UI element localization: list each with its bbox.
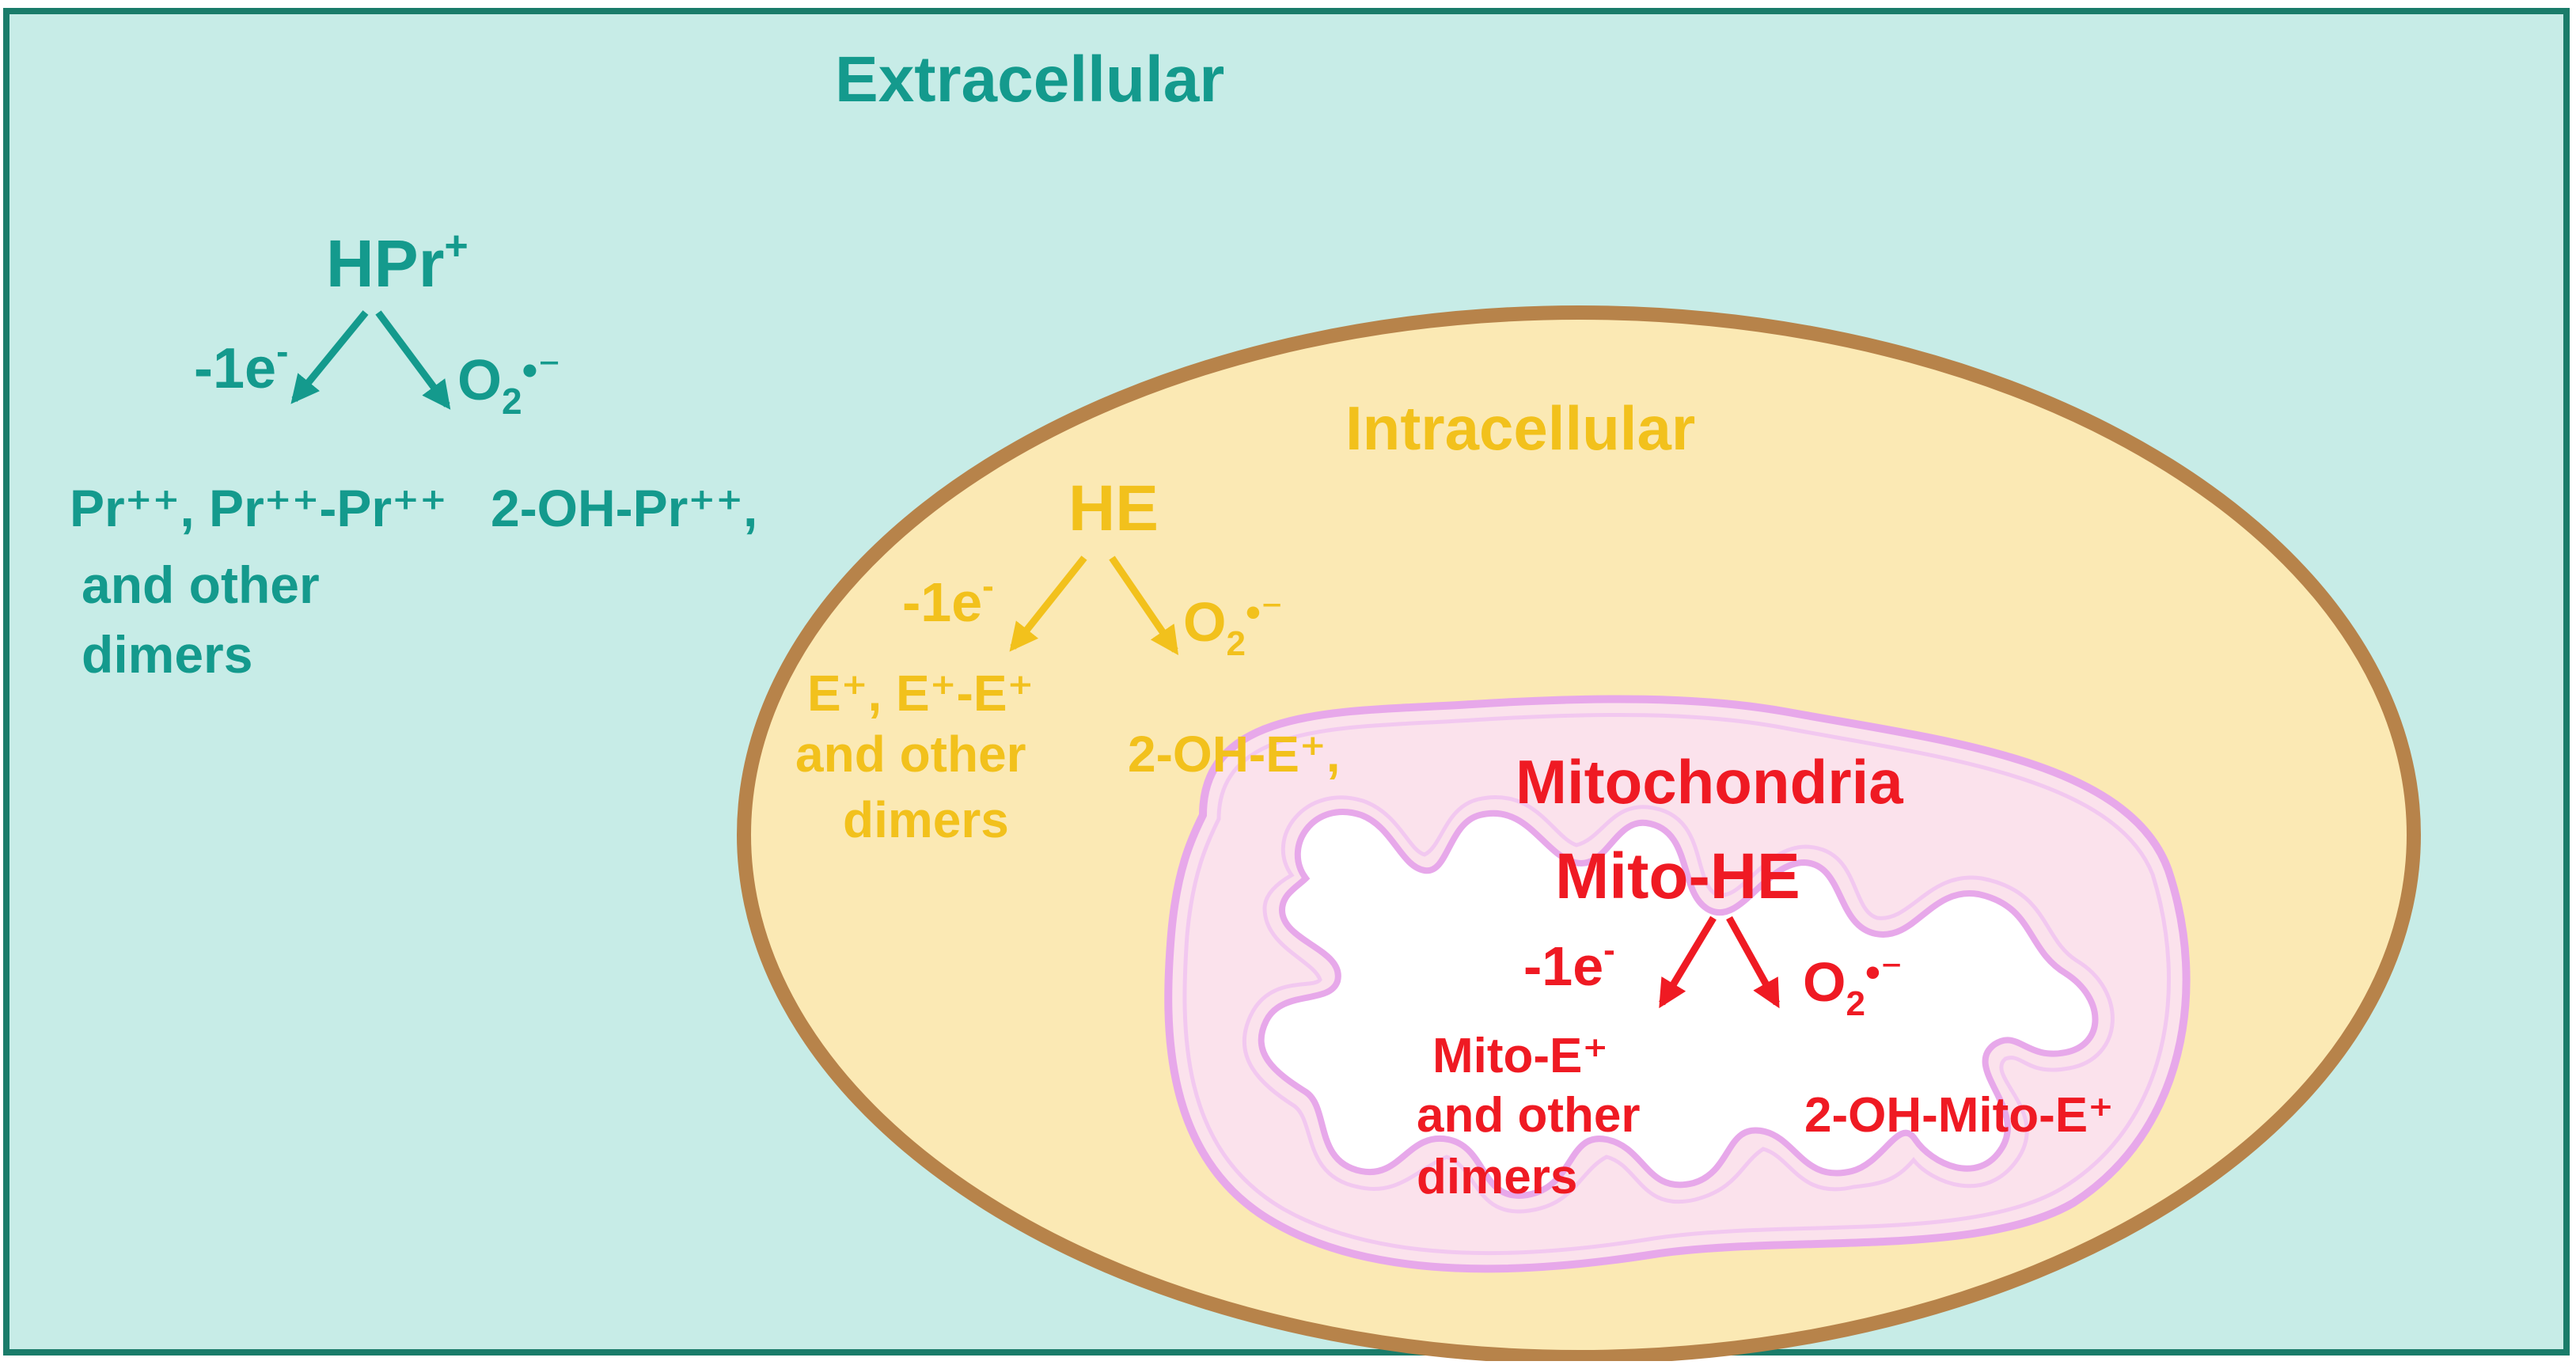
hpr-arrow-right — [375, 310, 451, 410]
he-product-right: 2-OH-E⁺, — [1128, 726, 1340, 783]
intracellular-title: Intracellular — [1345, 393, 1695, 463]
mito-he-arrow-right — [1726, 916, 1780, 1009]
mito-he-oxidant-superoxide: O2•⁻ — [1803, 949, 1903, 1023]
hpr-probe: HPr+ — [326, 223, 469, 301]
hpr-oxidant-superoxide: O2•⁻ — [457, 345, 561, 422]
he-product-left-line2: and other — [795, 726, 1026, 783]
mito-he-product-right: 2-OH-Mito-E⁺ — [1804, 1088, 2114, 1143]
mito-he-probe: Mito-HE — [1555, 840, 1800, 912]
hpr-oxidant-electron: -1e- — [194, 331, 288, 400]
mito-he-product-left-line2: and other — [1417, 1088, 1640, 1143]
mitochondrion-outer-membrane-inner-line — [1182, 712, 2171, 1256]
he-probe: HE — [1068, 472, 1159, 544]
hpr-product-left-line3: dimers — [82, 625, 252, 684]
he-oxidant-superoxide: O2•⁻ — [1183, 589, 1283, 663]
hpr-arrow-left — [290, 310, 369, 404]
mito-he-oxidant-electron: -1e- — [1523, 931, 1615, 997]
mito-he-product-left-line1: Mito-E⁺ — [1432, 1029, 1608, 1083]
mitochondria-title: Mitochondria — [1516, 747, 1903, 817]
hpr-product-left-line1: Pr⁺⁺, Pr⁺⁺-Pr⁺⁺ — [70, 479, 447, 537]
hpr-product-right: 2-OH-Pr⁺⁺, — [491, 479, 757, 537]
he-arrow-right — [1109, 555, 1179, 655]
extracellular-title: Extracellular — [835, 44, 1224, 116]
he-product-left-line3: dimers — [843, 791, 1009, 848]
he-arrow-left — [1009, 555, 1087, 652]
mito-he-arrow-left — [1659, 916, 1717, 1009]
hpr-product-left-line2: and other — [82, 555, 320, 614]
he-product-left-line1: E⁺, E⁺-E⁺ — [807, 665, 1034, 722]
mitochondrion-inner-membrane-outline — [1242, 795, 2115, 1214]
he-oxidant-electron: -1e- — [902, 567, 994, 633]
mito-he-product-left-line3: dimers — [1417, 1150, 1577, 1204]
